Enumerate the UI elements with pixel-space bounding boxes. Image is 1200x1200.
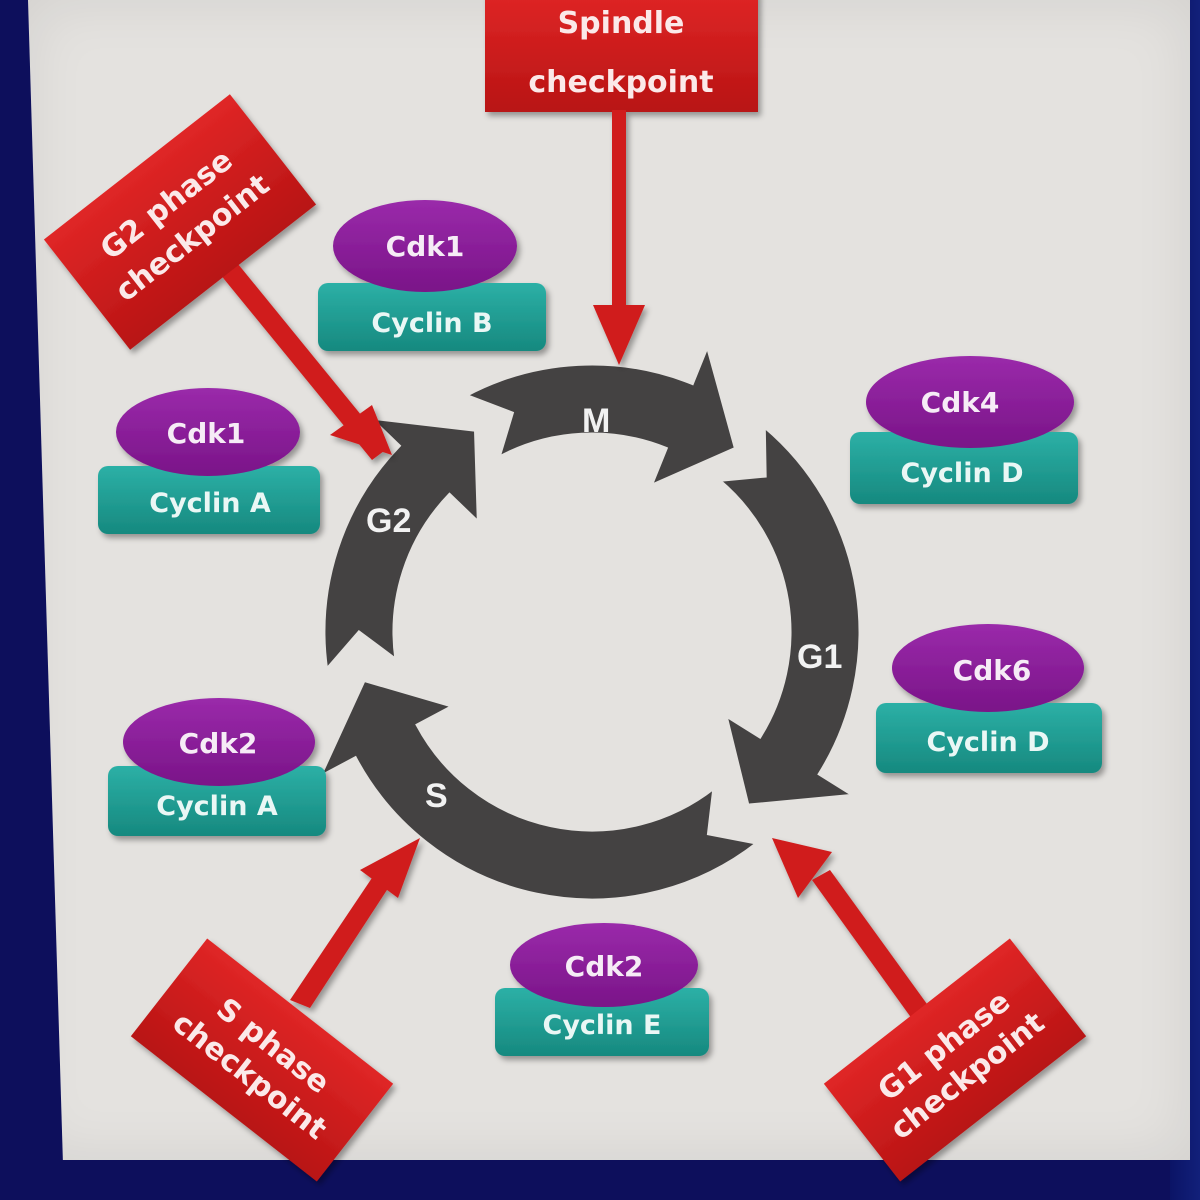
cdk-label: Cdk2: [565, 950, 644, 983]
complex-cdk1-cyclinb: [318, 200, 546, 351]
arrow-shaft: [812, 870, 940, 1030]
cyclin-label: Cyclin D: [901, 458, 1024, 489]
cycle-arrow-g2: [322, 416, 480, 673]
cyclin-label: Cyclin A: [149, 488, 271, 519]
checkpoint-box: [43, 94, 317, 350]
checkpoint-spindle-line1: Spindle: [558, 6, 685, 41]
cdk-label: Cdk1: [386, 230, 465, 263]
cyclin-block: [850, 432, 1078, 504]
cyclin-block: [108, 766, 326, 836]
checkpoint-g1: [772, 838, 1087, 1182]
cdk-oval: [510, 923, 698, 1007]
cdk-oval: [333, 200, 517, 292]
arrow-shaft: [612, 110, 626, 315]
arrow-diagonal-icon: [360, 838, 420, 898]
cyclin-block: [876, 703, 1102, 773]
arrow-shaft: [215, 264, 388, 460]
cyclin-block: [318, 283, 546, 351]
checkpoint-g2: [43, 94, 392, 460]
complex-cdk1-cyclina: [98, 388, 320, 534]
cyclin-label: Cyclin B: [371, 308, 492, 339]
complex-cdk4-cyclind: [850, 356, 1078, 504]
phase-label-g2: G2: [366, 502, 411, 540]
checkpoint-box: [485, 0, 758, 112]
checkpoint-box: [823, 938, 1087, 1182]
cdk-oval: [892, 624, 1084, 712]
checkpoint-spindle: [485, 0, 758, 365]
complex-cdk2-cyclina: [108, 698, 326, 836]
cycle-arrow-s: [316, 678, 761, 902]
arrow-shaft: [290, 860, 400, 1008]
cdk-label: Cdk4: [921, 386, 1000, 419]
checkpoint-spindle-line2: checkpoint: [528, 65, 713, 100]
cycle-arrow-m: [462, 341, 738, 489]
complex-cdk2-cycline: [495, 923, 709, 1056]
cyclin-label: Cyclin E: [543, 1010, 662, 1041]
cyclin-label: Cyclin D: [927, 727, 1050, 758]
phase-label-m: M: [582, 402, 610, 440]
cdk-label: Cdk6: [953, 654, 1032, 687]
cdk-oval: [116, 388, 300, 476]
cdk-label: Cdk1: [167, 417, 246, 450]
cycle-arrow-g1: [715, 423, 862, 807]
cdk-label: Cdk2: [179, 727, 258, 760]
cdk-oval: [123, 698, 315, 786]
cyclin-block: [98, 466, 320, 534]
checkpoint-box: [130, 938, 394, 1182]
arrow-diagonal-icon: [772, 838, 832, 898]
phase-label-s: S: [425, 777, 448, 815]
complex-cdk6-cyclind: [876, 624, 1102, 773]
cdk-oval: [866, 356, 1074, 448]
arrow-down-icon: [593, 305, 645, 365]
cyclin-label: Cyclin A: [156, 791, 278, 822]
phase-label-g1: G1: [797, 638, 842, 676]
cyclin-block: [495, 988, 709, 1056]
cell-cycle-ring: [316, 341, 862, 902]
arrow-diagonal-icon: [330, 405, 392, 455]
checkpoint-s: [130, 838, 420, 1182]
